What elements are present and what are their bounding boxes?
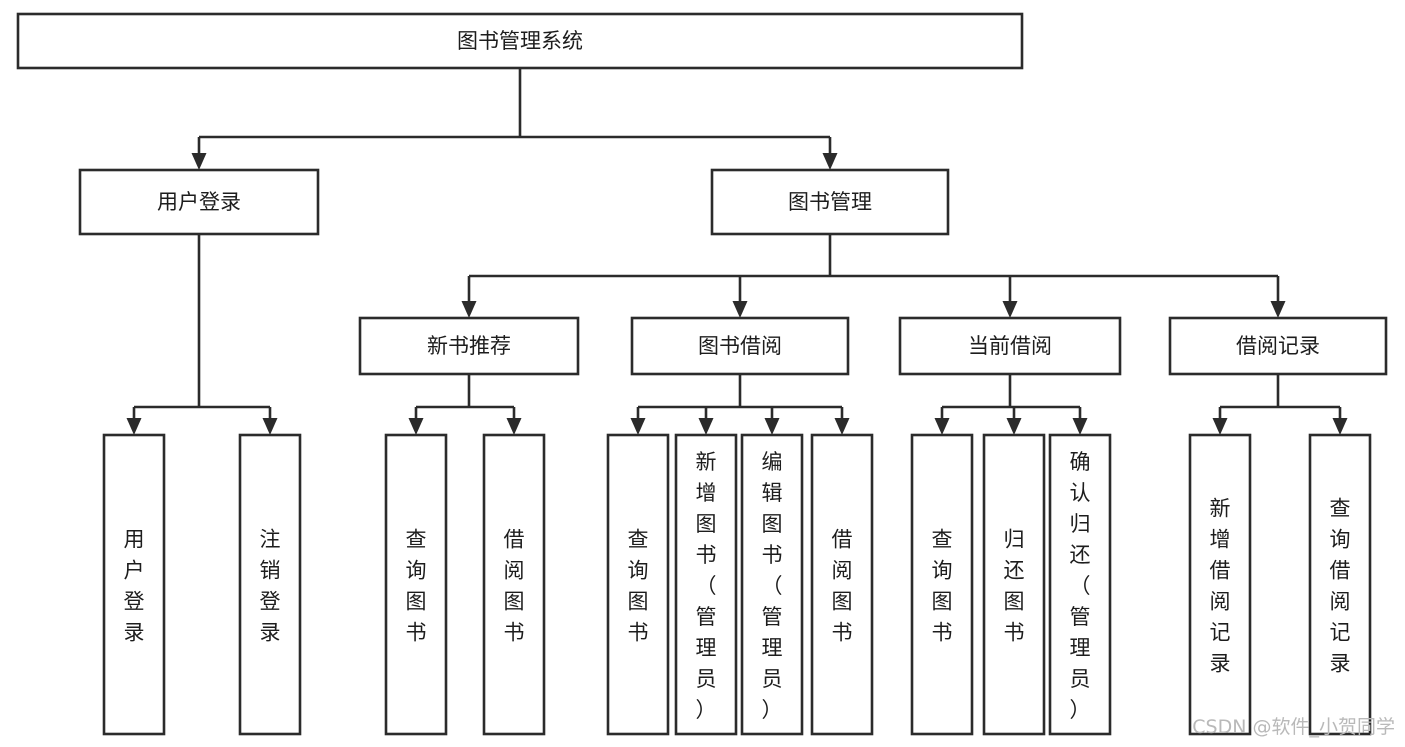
arrow-head-icon — [822, 153, 838, 170]
node-box-borrow-record[interactable] — [1168, 316, 1388, 376]
arrow-head-icon — [934, 418, 950, 435]
arrow-head-icon — [506, 418, 522, 435]
arrow-head-icon — [461, 301, 477, 318]
csdn-watermark: CSDN @软件_小贺同学 — [1192, 716, 1395, 738]
node-label-leaf-return-book: 归还图书 — [1004, 528, 1025, 645]
node-box-leaf-query-book-3[interactable] — [910, 433, 974, 736]
node-label-leaf-logout: 注销登录 — [260, 528, 281, 645]
node-box-leaf-query-book-1[interactable] — [384, 433, 448, 736]
node-user-login[interactable]: 用户登录 — [78, 168, 320, 236]
node-leaf-confirm-return[interactable]: 确认归还（管理员） — [1048, 433, 1112, 736]
node-box-leaf-query-book-2[interactable] — [606, 433, 670, 736]
node-book-management[interactable]: 图书管理 — [710, 168, 950, 236]
node-box-leaf-borrow-book-1[interactable] — [482, 433, 546, 736]
connector-layer — [126, 68, 1348, 435]
node-leaf-logout[interactable]: 注销登录 — [238, 433, 302, 736]
node-root[interactable]: 图书管理系统 — [16, 12, 1024, 70]
node-label-book-management: 图书管理 — [788, 190, 872, 214]
arrow-head-icon — [1270, 301, 1286, 318]
arrow-head-icon — [630, 418, 646, 435]
arrow-head-icon — [1332, 418, 1348, 435]
arrow-head-icon — [191, 153, 207, 170]
node-new-book-recommend[interactable]: 新书推荐 — [358, 316, 580, 376]
arrow-head-icon — [1002, 301, 1018, 318]
node-box-leaf-return-book[interactable] — [982, 433, 1046, 736]
node-label-leaf-query-book-3: 查询图书 — [932, 528, 953, 645]
node-leaf-edit-book[interactable]: 编辑图书（管理员） — [740, 433, 804, 736]
node-label-book-borrow: 图书借阅 — [698, 334, 782, 358]
node-leaf-add-borrow-record[interactable]: 新增借阅记录 — [1188, 433, 1252, 736]
node-box-root[interactable] — [16, 12, 1024, 70]
node-borrow-record[interactable]: 借阅记录 — [1168, 316, 1388, 376]
node-box-new-book-recommend[interactable] — [358, 316, 580, 376]
node-label-leaf-add-book: 新增图书（管理员） — [696, 450, 717, 722]
arrow-head-icon — [408, 418, 424, 435]
node-label-leaf-user-login: 用户登录 — [124, 528, 145, 645]
node-leaf-borrow-book-2[interactable]: 借阅图书 — [810, 433, 874, 736]
arrow-head-icon — [1006, 418, 1022, 435]
node-leaf-return-book[interactable]: 归还图书 — [982, 433, 1046, 736]
node-label-root: 图书管理系统 — [457, 29, 583, 53]
node-label-new-book-recommend: 新书推荐 — [427, 334, 511, 358]
arrow-head-icon — [262, 418, 278, 435]
node-label-leaf-query-borrow-record: 查询借阅记录 — [1330, 497, 1351, 676]
node-label-leaf-query-book-1: 查询图书 — [406, 528, 427, 645]
node-leaf-query-borrow-record[interactable]: 查询借阅记录 — [1308, 433, 1372, 736]
node-leaf-add-book[interactable]: 新增图书（管理员） — [674, 433, 738, 736]
node-book-borrow[interactable]: 图书借阅 — [630, 316, 850, 376]
node-box-leaf-user-login[interactable] — [102, 433, 166, 736]
node-box-leaf-confirm-return[interactable] — [1048, 433, 1112, 736]
node-leaf-query-book-3[interactable]: 查询图书 — [910, 433, 974, 736]
node-label-leaf-add-borrow-record: 新增借阅记录 — [1210, 497, 1231, 676]
node-label-leaf-confirm-return: 确认归还（管理员） — [1070, 450, 1091, 722]
node-box-book-borrow[interactable] — [630, 316, 850, 376]
node-leaf-query-book-1[interactable]: 查询图书 — [384, 433, 448, 736]
arrow-head-icon — [764, 418, 780, 435]
arrow-head-icon — [1212, 418, 1228, 435]
node-box-leaf-logout[interactable] — [238, 433, 302, 736]
arrow-head-icon — [126, 418, 142, 435]
node-box-leaf-add-borrow-record[interactable] — [1188, 433, 1252, 736]
node-current-borrow[interactable]: 当前借阅 — [898, 316, 1122, 376]
node-box-leaf-borrow-book-2[interactable] — [810, 433, 874, 736]
node-label-user-login: 用户登录 — [157, 190, 241, 214]
node-label-leaf-borrow-book-1: 借阅图书 — [504, 528, 525, 645]
node-label-leaf-query-book-2: 查询图书 — [628, 528, 649, 645]
arrow-head-icon — [1072, 418, 1088, 435]
node-leaf-borrow-book-1[interactable]: 借阅图书 — [482, 433, 546, 736]
node-box-leaf-add-book[interactable] — [674, 433, 738, 736]
node-box-book-management[interactable] — [710, 168, 950, 236]
arrow-head-icon — [834, 418, 850, 435]
node-layer: 图书管理系统用户登录图书管理新书推荐图书借阅当前借阅借阅记录用户登录注销登录查询… — [16, 12, 1388, 736]
node-label-current-borrow: 当前借阅 — [968, 334, 1052, 358]
arrow-head-icon — [698, 418, 714, 435]
node-label-leaf-edit-book: 编辑图书（管理员） — [762, 450, 783, 722]
node-box-user-login[interactable] — [78, 168, 320, 236]
node-label-borrow-record: 借阅记录 — [1236, 334, 1320, 358]
node-label-leaf-borrow-book-2: 借阅图书 — [832, 528, 853, 645]
node-box-leaf-query-borrow-record[interactable] — [1308, 433, 1372, 736]
arrow-head-icon — [732, 301, 748, 318]
node-leaf-query-book-2[interactable]: 查询图书 — [606, 433, 670, 736]
node-leaf-user-login[interactable]: 用户登录 — [102, 433, 166, 736]
node-box-leaf-edit-book[interactable] — [740, 433, 804, 736]
node-box-current-borrow[interactable] — [898, 316, 1122, 376]
